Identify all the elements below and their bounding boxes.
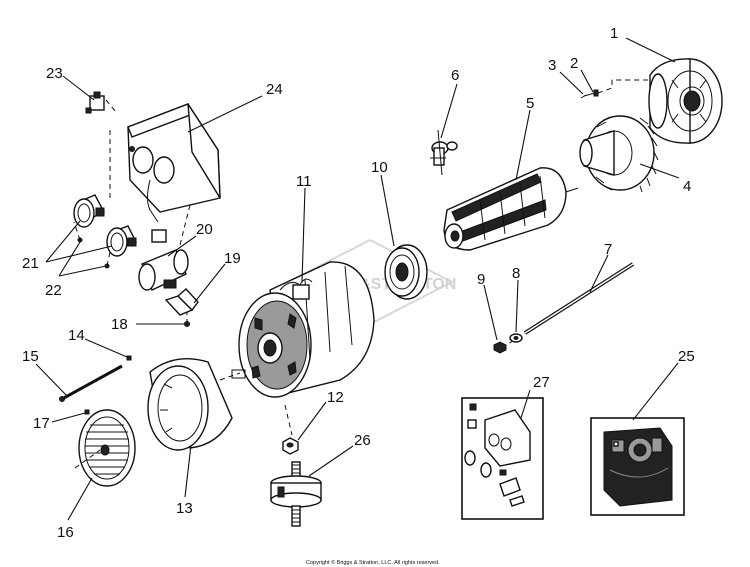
- nut-9: [493, 341, 507, 354]
- rotor: [443, 167, 579, 251]
- control-panel: [109, 103, 221, 246]
- screw-2: [583, 89, 599, 97]
- label-17: 17: [33, 415, 50, 432]
- nut-12: [282, 437, 299, 455]
- adapter-ring: [147, 358, 233, 451]
- screw-3: [580, 94, 587, 99]
- label-1: 1: [610, 25, 618, 42]
- leader-lines: [35, 37, 680, 521]
- label-21: 21: [22, 255, 39, 272]
- screw-14: [126, 355, 132, 361]
- through-bolt: [501, 262, 635, 349]
- label-13: 13: [176, 500, 193, 517]
- label-8: 8: [512, 265, 520, 282]
- label-5: 5: [526, 95, 534, 112]
- label-11: 11: [296, 173, 312, 190]
- label-24: 24: [266, 81, 283, 98]
- switch: [85, 91, 117, 114]
- label-25: 25: [678, 348, 695, 365]
- screw-17: [84, 409, 90, 415]
- label-7: 7: [604, 241, 612, 258]
- label-3: 3: [548, 57, 556, 74]
- label-20: 20: [196, 221, 213, 238]
- label-23: 23: [46, 65, 63, 82]
- label-2: 2: [570, 55, 578, 72]
- label-19: 19: [224, 250, 241, 267]
- outlet-screws: [73, 221, 111, 269]
- fan: [579, 115, 659, 193]
- bracket: [164, 288, 199, 316]
- end-cover: [648, 58, 723, 144]
- stator-housing: [231, 261, 375, 436]
- capacitor: [138, 249, 189, 291]
- diode-component: [430, 129, 458, 176]
- long-bolt: [59, 364, 123, 402]
- label-16: 16: [57, 524, 74, 541]
- label-10: 10: [371, 159, 388, 176]
- label-27: 27: [533, 374, 550, 391]
- bearing: [384, 244, 428, 300]
- label-26: 26: [354, 432, 371, 449]
- callout-labels: 1 2 3 4 5 6 7 8 9 10 11 12 13 14 15 16 1…: [22, 25, 695, 541]
- label-15: 15: [22, 348, 39, 365]
- label-4: 4: [683, 178, 691, 195]
- vibration-mount: [270, 461, 322, 527]
- grill-cover: [78, 409, 136, 487]
- label-9: 9: [477, 271, 485, 288]
- washer: [509, 333, 523, 343]
- outlet-lower: [106, 225, 137, 257]
- label-22: 22: [45, 282, 62, 299]
- label-18: 18: [111, 316, 128, 333]
- outlet-upper: [73, 194, 105, 228]
- label-14: 14: [68, 327, 85, 344]
- complete-generator-image: [590, 417, 685, 516]
- label-6: 6: [451, 67, 459, 84]
- control-panel-kit: [461, 397, 544, 520]
- label-12: 12: [327, 389, 344, 406]
- copyright-text: Copyright © Briggs & Stratton, LLC. All …: [306, 559, 440, 566]
